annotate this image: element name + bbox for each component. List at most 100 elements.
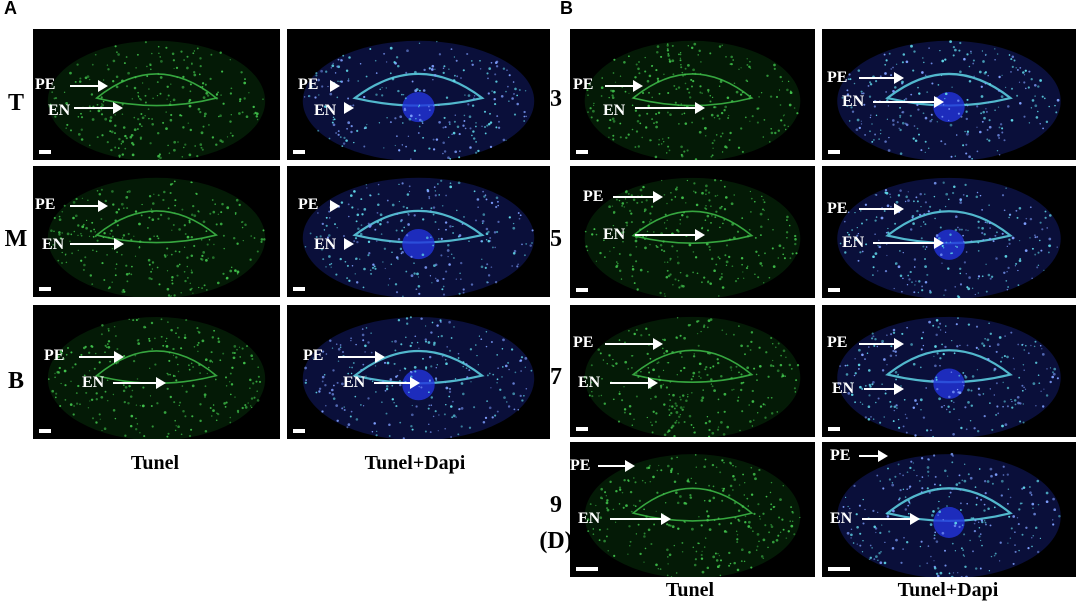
nucleus-dot: [913, 266, 916, 268]
nucleus-dot: [712, 555, 716, 559]
nucleus-dot: [782, 253, 785, 256]
nucleus-dot: [474, 151, 478, 154]
nucleus-dot: [740, 344, 743, 348]
nucleus-dot: [747, 265, 749, 267]
nucleus-dot: [1027, 86, 1030, 89]
nucleus-dot: [998, 560, 1001, 562]
nucleus-dot: [369, 269, 372, 272]
nucleus-dot: [628, 55, 630, 58]
nucleus-dot: [428, 355, 432, 359]
nucleus-dot: [88, 370, 91, 372]
nucleus-dot: [1056, 246, 1058, 248]
nucleus-dot: [902, 53, 906, 56]
nucleus-dot: [772, 265, 776, 268]
nucleus-dot: [460, 407, 464, 410]
nucleus-dot: [468, 240, 470, 242]
nucleus-dot: [925, 246, 928, 248]
nucleus-dot: [880, 550, 882, 553]
nucleus-dot: [794, 238, 797, 241]
nucleus-dot: [452, 79, 456, 83]
nucleus-dot: [708, 351, 711, 355]
nucleus-dot: [722, 489, 725, 492]
nucleus-dot: [921, 476, 924, 478]
nucleus-dot: [685, 274, 689, 278]
nucleus-dot: [677, 53, 680, 56]
nucleus-dot: [432, 244, 434, 247]
nucleus-dot: [952, 455, 954, 457]
tissue-body: [584, 40, 801, 160]
nucleus-dot: [905, 195, 908, 199]
nucleus-dot: [114, 335, 117, 337]
nucleus-dot: [694, 158, 698, 160]
nucleus-dot: [946, 505, 948, 507]
nucleus-dot: [126, 191, 129, 193]
nucleus-dot: [606, 499, 609, 502]
nucleus-dot: [951, 86, 953, 88]
nucleus-dot: [349, 366, 351, 368]
nucleus-dot: [646, 230, 649, 233]
nucleus-dot: [996, 343, 1000, 346]
nucleus-dot: [974, 567, 978, 570]
tissue-section-b-5-merge: [837, 177, 1061, 298]
nucleus-dot: [978, 535, 981, 538]
nucleus-dot: [922, 112, 925, 115]
nucleus-dot: [655, 245, 658, 248]
nucleus-dot: [737, 277, 739, 280]
nucleus-dot: [679, 413, 682, 416]
nucleus-dot: [884, 72, 887, 75]
nucleus-dot: [631, 367, 633, 369]
nucleus-dot: [733, 561, 736, 565]
nucleus-dot: [1051, 371, 1055, 374]
nucleus-dot: [658, 378, 662, 382]
nucleus-dot: [106, 399, 109, 402]
nucleus-dot: [687, 64, 690, 67]
nucleus-dot: [874, 194, 876, 196]
nucleus-dot: [1024, 344, 1027, 347]
nucleus-dot: [741, 150, 744, 153]
nucleus-dot: [65, 127, 67, 129]
nucleus-dot: [673, 407, 676, 410]
nucleus-dot: [187, 277, 189, 279]
pe-label: PE: [298, 76, 319, 93]
nucleus-dot: [708, 528, 712, 531]
nucleus-dot: [733, 194, 735, 196]
nucleus-dot: [1037, 264, 1040, 267]
nucleus-dot: [637, 67, 640, 71]
nucleus-dot: [738, 371, 740, 374]
nucleus-dot: [223, 247, 225, 250]
nucleus-dot: [229, 59, 231, 61]
nucleus-dot: [697, 319, 700, 323]
nucleus-dot: [933, 483, 936, 486]
nucleus-dot: [420, 317, 423, 320]
nucleus-dot: [199, 143, 203, 146]
nucleus-dot: [397, 64, 400, 68]
nucleus-dot: [764, 252, 766, 255]
nucleus-dot: [169, 395, 172, 399]
nucleus-dot: [77, 384, 80, 388]
nucleus-dot: [612, 508, 615, 511]
nucleus-dot: [135, 67, 137, 69]
nucleus-dot: [970, 389, 973, 392]
nucleus-dot: [141, 82, 144, 84]
nucleus-dot: [715, 134, 718, 136]
nucleus-dot: [80, 116, 84, 119]
nucleus-dot: [399, 115, 403, 119]
nucleus-dot: [490, 266, 493, 268]
nucleus-dot: [159, 56, 161, 58]
nucleus-dot: [872, 509, 875, 512]
nucleus-dot: [847, 392, 851, 395]
nucleus-dot: [681, 356, 683, 358]
nucleus-dot: [928, 320, 931, 324]
nucleus-dot: [88, 235, 91, 238]
pe-label: PE: [827, 69, 848, 86]
nucleus-dot: [394, 340, 397, 343]
nucleus-dot: [883, 210, 886, 212]
nucleus-dot: [935, 376, 938, 379]
nucleus-dot: [1035, 116, 1039, 119]
nucleus-dot: [613, 212, 615, 214]
nucleus-dot: [1033, 345, 1036, 348]
nucleus-dot: [994, 109, 996, 112]
nucleus-dot: [895, 404, 898, 407]
nucleus-dot: [336, 96, 339, 99]
nucleus-dot: [666, 47, 669, 50]
